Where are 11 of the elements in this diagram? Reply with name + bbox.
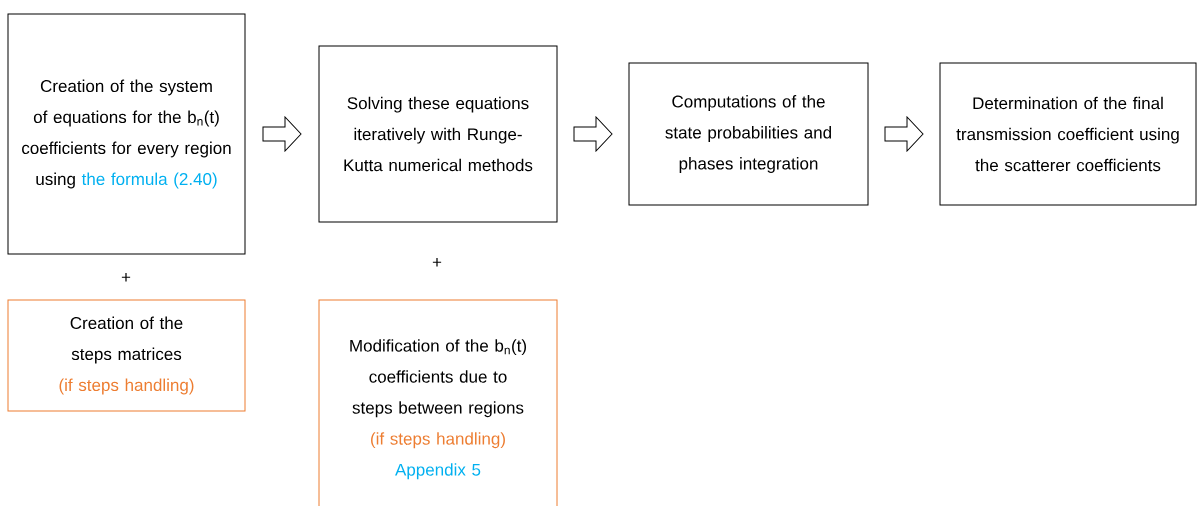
process-box: Computations of the state probabilities and phases integration xyxy=(628,62,869,206)
plus-sign: + xyxy=(432,258,442,267)
plus-sign: + xyxy=(121,273,131,282)
process-box: Determination of the final transmission coefficient using the scatterer coefficients xyxy=(939,62,1197,206)
process-box: Modification of the b$_{n}$(t) coefficients due to steps between regions (if steps handling) Appendix 5 xyxy=(318,299,558,507)
process-box: Solving these equations iteratively with Runge-Kutta numerical methods xyxy=(318,45,558,223)
block-arrow xyxy=(884,116,924,152)
block-arrow xyxy=(262,116,302,152)
process-box: Creation of the steps matrices (if steps handling) xyxy=(7,299,246,412)
block-arrow xyxy=(573,116,613,152)
process-box: Creation of the system of equations for the b$_{n}$(t) coefficients for every region using the formula (2.40) xyxy=(7,13,246,255)
